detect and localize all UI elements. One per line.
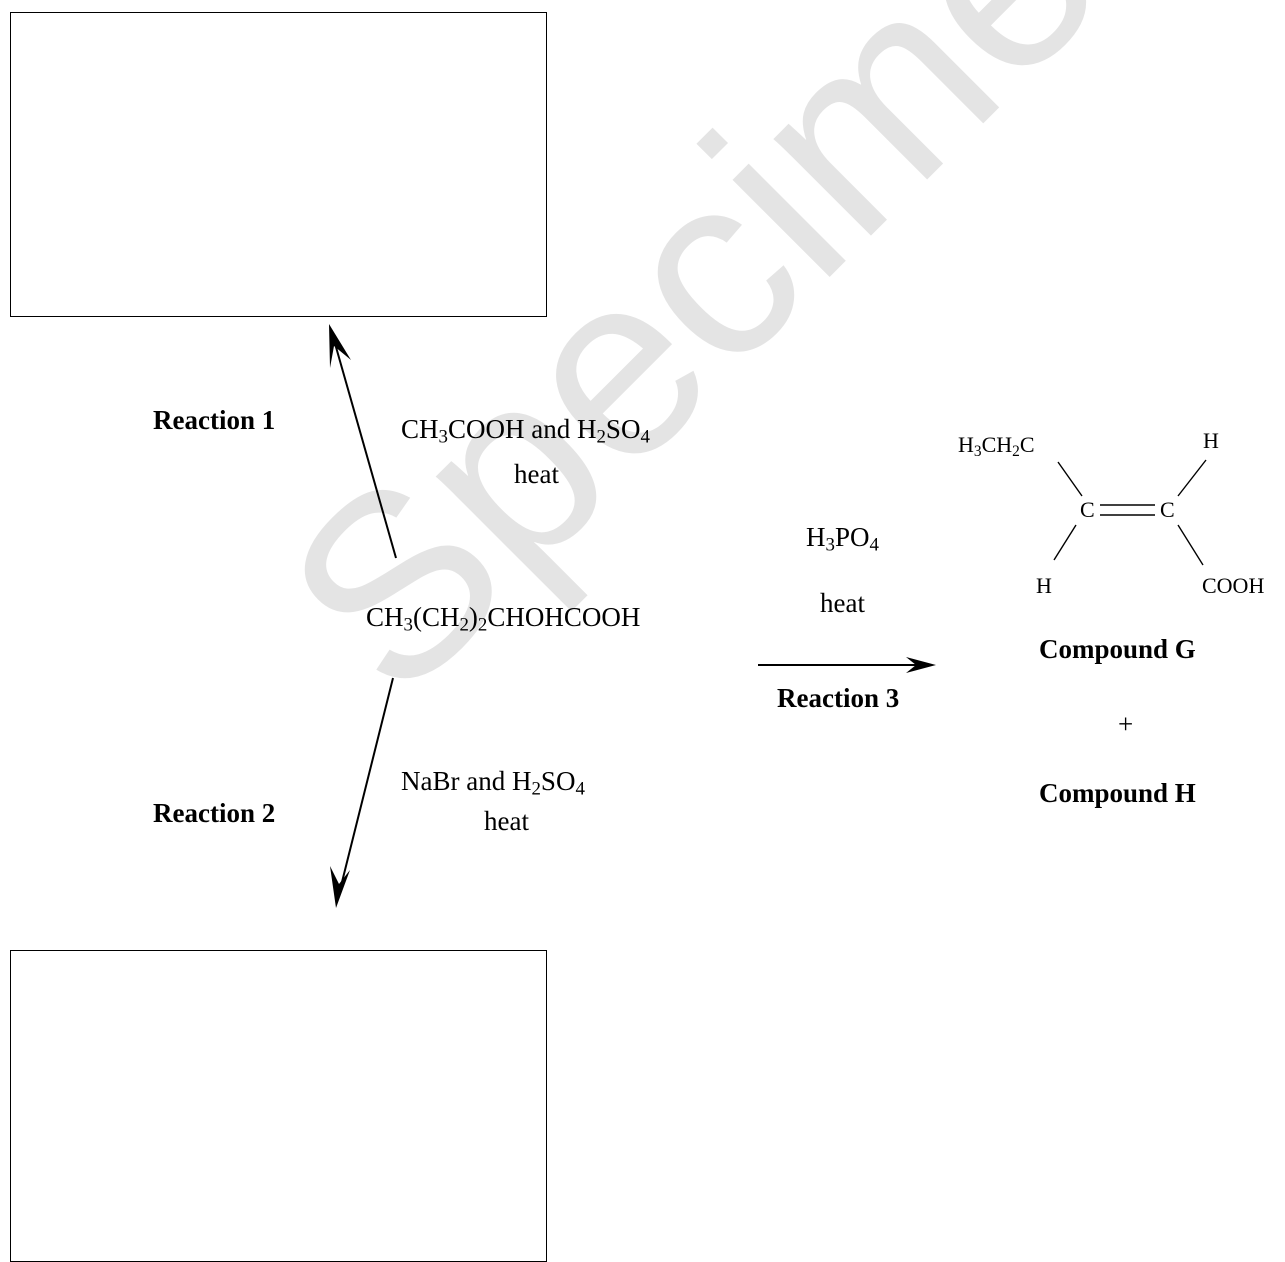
compound-g-h-bottom: H — [1036, 573, 1052, 598]
plus-sign: + — [1118, 709, 1134, 739]
reaction-3-condition: heat — [820, 588, 865, 618]
arrow-reaction-1 — [333, 339, 397, 559]
arrowhead-reaction-1 — [329, 324, 351, 368]
reaction-3-label: Reaction 3 — [777, 683, 900, 713]
arrowhead-reaction-2 — [330, 866, 350, 908]
starting-material: CH3(CH2)2CHOHCOOH — [366, 602, 641, 636]
compound-h-name: Compound H — [1039, 778, 1196, 808]
compound-g-cooh: COOH — [1202, 573, 1265, 598]
bond-h-top — [1177, 459, 1207, 497]
arrowhead-reaction-3 — [906, 657, 936, 673]
reaction-1-label: Reaction 1 — [153, 405, 276, 435]
reaction-2-condition: heat — [484, 806, 529, 836]
arrow-reaction-2 — [339, 677, 394, 891]
compound-g-carbon-left: C — [1080, 497, 1095, 522]
reaction-1-condition: heat — [514, 459, 559, 489]
bond-cooh — [1177, 524, 1204, 566]
compound-g-name: Compound G — [1039, 634, 1196, 664]
bond-ethyl — [1057, 461, 1083, 497]
reaction-3-reagent: H3PO4 — [806, 522, 879, 556]
compound-g-h-top: H — [1203, 428, 1219, 453]
reaction-1-reagent: CH3COOH and H2SO4 — [401, 414, 650, 448]
compound-g-carbon-right: C — [1160, 497, 1175, 522]
reaction-2-label: Reaction 2 — [153, 798, 276, 828]
answer-box-reaction-1 — [10, 12, 547, 317]
compound-g-ethyl-group: H3CH2C — [958, 432, 1035, 460]
reaction-2-reagent: NaBr and H2SO4 — [401, 766, 585, 800]
bond-h-bottom — [1053, 524, 1077, 561]
